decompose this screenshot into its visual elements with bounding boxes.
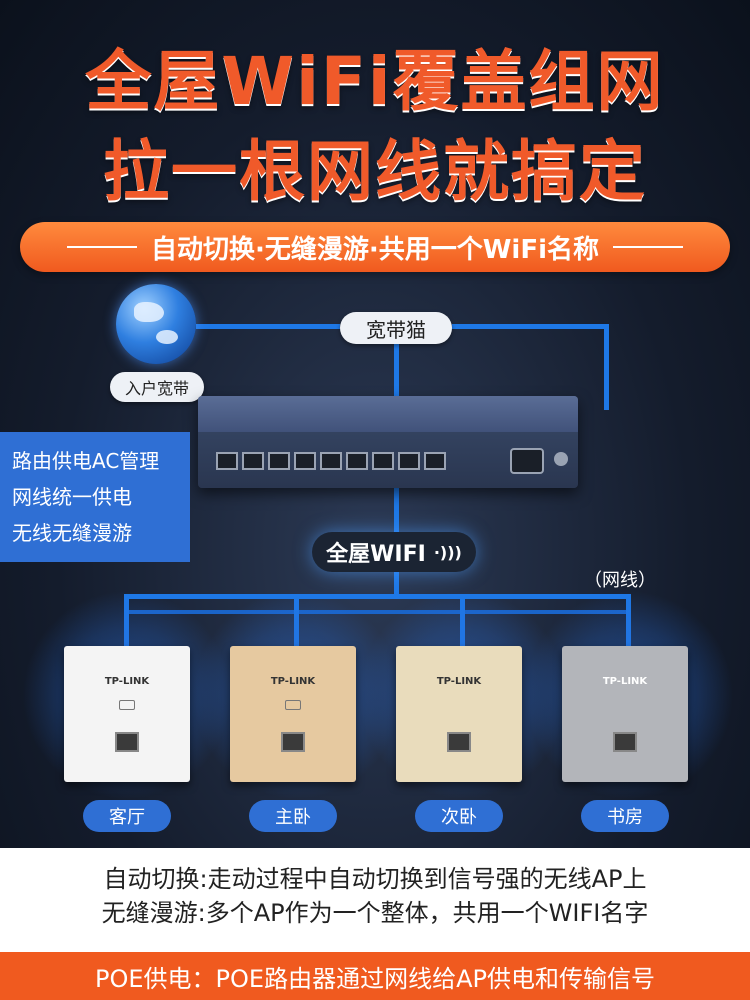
whole-home-wifi-label: 全屋WIFI ·))) — [312, 532, 476, 572]
wifi-label-text: 全屋WIFI — [326, 542, 426, 567]
note-seamless: 无缝漫游:多个AP作为一个整体，共用一个WIFI名字 — [101, 899, 649, 927]
router-port — [398, 452, 420, 470]
globe-land — [156, 330, 178, 344]
wire-right-down — [604, 324, 609, 410]
feature-item: 网线统一供电 — [12, 485, 132, 509]
panel-brand: TP-LINK — [104, 676, 150, 687]
router-icon — [198, 396, 578, 488]
note-poe: POE供电：POE路由器通过网线给AP供电和传输信号 — [0, 952, 750, 1000]
wire-bus-horizontal — [124, 594, 630, 599]
wire-router-to-wifi — [394, 488, 399, 534]
panel-brand: TP-LINK — [270, 676, 316, 687]
room-label-living: 客厅 — [83, 800, 171, 832]
ap-panel-silver: TP-LINK — [562, 646, 688, 782]
cable-note: （网线） — [584, 570, 656, 591]
panel-ethernet-jack — [447, 732, 471, 752]
globe-land — [134, 302, 164, 322]
tagline-bar: 自动切换·无缝漫游·共用一个WiFi名称 — [20, 222, 730, 272]
feature-item: 路由供电AC管理 — [12, 449, 160, 473]
ap-panel-champagne: TP-LINK — [396, 646, 522, 782]
panel-indicator — [285, 700, 301, 710]
router-port — [320, 452, 342, 470]
notes-section: 自动切换:走动过程中自动切换到信号强的无线AP上 无缝漫游:多个AP作为一个整体… — [0, 848, 750, 1000]
tagline-text: 自动切换·无缝漫游·共用一个WiFi名称 — [150, 234, 600, 265]
ap-panel-white: TP-LINK — [64, 646, 190, 782]
room-label-study: 书房 — [581, 800, 669, 832]
panel-indicator — [119, 700, 135, 710]
modem-label: 宽带猫 — [340, 312, 452, 344]
router-power-socket — [510, 448, 544, 474]
panel-brand: TP-LINK — [436, 676, 482, 687]
router-reset-button — [554, 452, 568, 466]
home-broadband-label: 入户宽带 — [110, 372, 204, 402]
notes-white-block: 自动切换:走动过程中自动切换到信号强的无线AP上 无缝漫游:多个AP作为一个整体… — [0, 848, 750, 952]
headline-line2: 拉一根网线就搞定 — [103, 133, 647, 210]
feature-item: 无线无缝漫游 — [12, 521, 132, 545]
router-port — [294, 452, 316, 470]
headline-line1: 全屋WiFi覆盖组网 — [85, 43, 665, 120]
note-auto-switch: 自动切换:走动过程中自动切换到信号强的无线AP上 — [103, 865, 647, 893]
panel-ethernet-jack — [613, 732, 637, 752]
room-label-second: 次卧 — [415, 800, 503, 832]
globe-icon — [116, 284, 196, 364]
router-port — [268, 452, 290, 470]
tagline-dash-left — [66, 246, 137, 248]
wire-bus-horizontal-2 — [124, 610, 630, 614]
wifi-signal-icon: ·))) — [433, 542, 462, 562]
wire-modem-to-right — [452, 324, 608, 329]
router-port — [372, 452, 394, 470]
router-port — [242, 452, 264, 470]
router-top — [198, 396, 578, 432]
wire-modem-down — [394, 344, 399, 398]
panel-ethernet-jack — [115, 732, 139, 752]
tagline-dash-right — [613, 246, 684, 248]
router-port — [346, 452, 368, 470]
panel-brand: TP-LINK — [602, 676, 648, 687]
wire-globe-to-modem — [196, 324, 340, 329]
room-label-master: 主卧 — [249, 800, 337, 832]
feature-box: 路由供电AC管理 网线统一供电 无线无缝漫游 — [0, 432, 190, 562]
router-port — [216, 452, 238, 470]
wire-wifi-down — [394, 572, 399, 598]
ap-panel-gold: TP-LINK — [230, 646, 356, 782]
panel-ethernet-jack — [281, 732, 305, 752]
router-port-wan — [424, 452, 446, 470]
